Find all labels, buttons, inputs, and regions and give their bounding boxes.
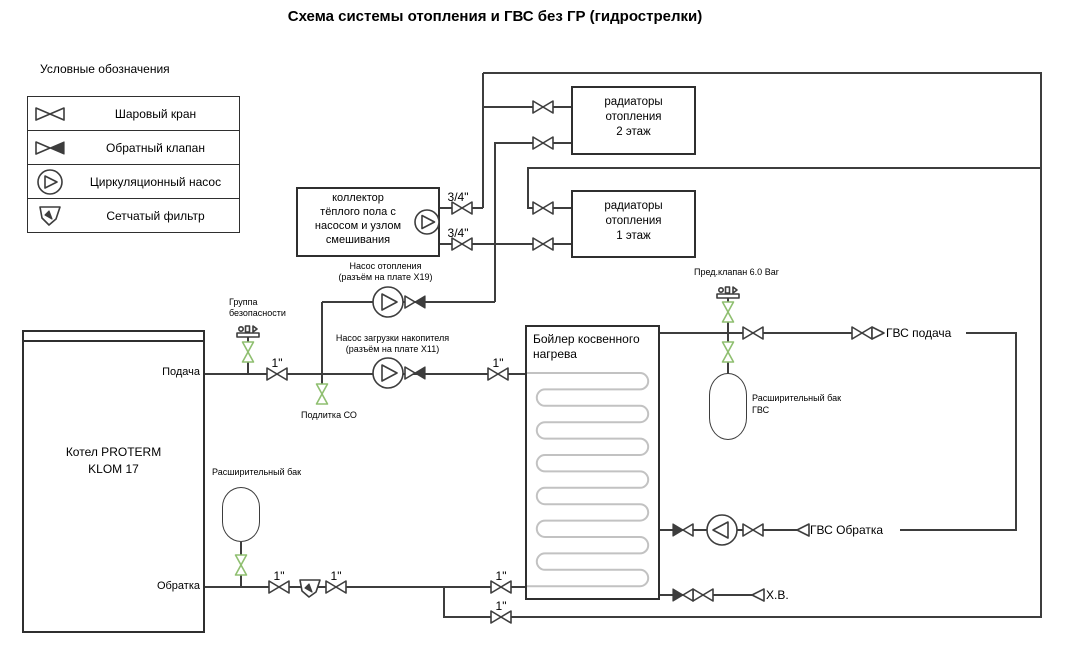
radiators-floor2-label: радиаторы отопления 2 этаж bbox=[604, 96, 663, 138]
ball-valve-icon bbox=[532, 100, 554, 114]
legend-row-check-valve: Обратный клапан bbox=[28, 130, 239, 164]
dhw-supply-label: ГВС подача bbox=[886, 326, 952, 340]
ball-valve-icon bbox=[532, 237, 554, 251]
check-valve-icon bbox=[404, 366, 426, 380]
green-valve-icon bbox=[315, 383, 329, 405]
dhw-return-label: ГВС Обратка bbox=[810, 523, 884, 537]
radiators-floor1-label: радиаторы отопления 1 этаж bbox=[604, 200, 663, 242]
boiler-box-label: Котел PROTERM KLOM 17 bbox=[65, 445, 162, 476]
ball-valve-icon bbox=[742, 523, 764, 537]
dhw-expansion-tank bbox=[709, 373, 747, 440]
ball-valve-icon bbox=[451, 201, 473, 215]
pump-icon bbox=[28, 168, 72, 196]
pipe-size-label: 1" bbox=[492, 356, 504, 370]
legend-row-strainer: Сетчатый фильтр bbox=[28, 198, 239, 232]
collector-box-label: коллектор тёплого пола с насосом и узлом… bbox=[314, 192, 402, 246]
ball-valve-icon bbox=[851, 326, 873, 340]
flow-arrow-icon bbox=[796, 523, 810, 537]
green-valve-icon bbox=[721, 341, 735, 363]
heating-pump-icon bbox=[372, 286, 404, 318]
legend-label: Обратный клапан bbox=[106, 140, 205, 155]
co-expansion-tank-label: Расширительный бак bbox=[212, 467, 302, 477]
check-valve-icon bbox=[672, 523, 694, 537]
safety-group-label: Группа безопасности bbox=[229, 297, 286, 318]
loading-pump-label: Насос загрузки накопителя (разъём на пла… bbox=[335, 333, 450, 354]
boiler-supply-label: Подача bbox=[162, 366, 200, 378]
radiators-floor2-box: радиаторы отопления 2 этаж bbox=[571, 86, 696, 155]
pipe-dhw-supply-right-drop bbox=[900, 332, 1017, 531]
radiators-floor1-box: радиаторы отопления 1 этаж bbox=[571, 190, 696, 258]
ball-valve-icon bbox=[490, 580, 512, 594]
diagram-title: Схема системы отопления и ГВС без ГР (ги… bbox=[287, 8, 703, 25]
collector-pump-icon bbox=[414, 209, 440, 235]
boiler-box: Котел PROTERM KLOM 17 bbox=[22, 330, 205, 633]
strainer-icon bbox=[299, 579, 321, 598]
green-valve-icon bbox=[234, 554, 248, 576]
green-valve-icon bbox=[241, 341, 255, 363]
cold-water-label: Х.В. bbox=[766, 588, 789, 602]
dhw-tank-label: Бойлер косвенного нагрева bbox=[533, 332, 640, 361]
strainer-icon bbox=[28, 202, 72, 230]
legend-label: Циркуляционный насос bbox=[89, 174, 222, 189]
boiler-top-band bbox=[24, 340, 203, 342]
pipe-size-label: 1" bbox=[273, 569, 285, 583]
ball-valve-icon bbox=[532, 136, 554, 150]
ball-valve-icon bbox=[692, 588, 714, 602]
pipe-size-label: 1" bbox=[495, 569, 507, 583]
check-valve-icon bbox=[28, 134, 72, 162]
safety-group-icon bbox=[236, 325, 260, 338]
pipe-size-label: 3/4" bbox=[447, 190, 469, 204]
ball-valve-icon bbox=[487, 367, 509, 381]
ball-valve-icon bbox=[451, 237, 473, 251]
ball-valve-icon bbox=[266, 367, 288, 381]
ball-valve-icon bbox=[742, 326, 764, 340]
relief-valve-label: Пред.клапан 6.0 Bar bbox=[694, 267, 779, 277]
flow-arrow-icon bbox=[871, 326, 885, 340]
loading-pump-icon bbox=[372, 357, 404, 389]
pipe-size-label: 3/4" bbox=[447, 226, 469, 240]
dhw-tank-box: Бойлер косвенного нагрева bbox=[525, 325, 660, 600]
ball-valve-icon bbox=[28, 100, 72, 128]
ball-valve-icon bbox=[532, 201, 554, 215]
check-valve-icon bbox=[404, 295, 426, 309]
flow-arrow-icon bbox=[751, 588, 765, 602]
legend-title: Условные обозначения bbox=[40, 62, 170, 76]
check-valve-icon bbox=[672, 588, 694, 602]
legend-label: Шаровый кран bbox=[114, 106, 197, 121]
ball-valve-icon bbox=[268, 580, 290, 594]
heating-pump-label: Насос отопления (разъём на плате X19) bbox=[338, 261, 433, 282]
legend-label: Сетчатый фильтр bbox=[106, 208, 205, 223]
ball-valve-icon bbox=[490, 610, 512, 624]
green-valve-icon bbox=[721, 301, 735, 323]
pipe-size-label: 1" bbox=[330, 569, 342, 583]
co-expansion-tank bbox=[222, 487, 260, 542]
dhw-recirculation-pump-icon bbox=[706, 514, 738, 546]
pipe-top-right-loop bbox=[443, 72, 1042, 618]
legend-row-ball-valve: Шаровый кран bbox=[28, 97, 239, 130]
legend-row-pump: Циркуляционный насос bbox=[28, 164, 239, 198]
legend-box: Шаровый кран Обратный клапан Циркуляцион… bbox=[27, 96, 240, 233]
dhw-expansion-tank-label: Расширительный бак ГВС bbox=[752, 393, 842, 415]
safety-group-icon bbox=[716, 286, 740, 299]
pipe-size-label: 1" bbox=[495, 599, 507, 613]
dhw-coil bbox=[525, 372, 650, 588]
ball-valve-icon bbox=[325, 580, 347, 594]
boiler-return-label: Обратка bbox=[156, 580, 200, 592]
pipe-size-label: 1" bbox=[271, 356, 283, 370]
makeup-co-label: Подлитка СО bbox=[301, 410, 357, 420]
